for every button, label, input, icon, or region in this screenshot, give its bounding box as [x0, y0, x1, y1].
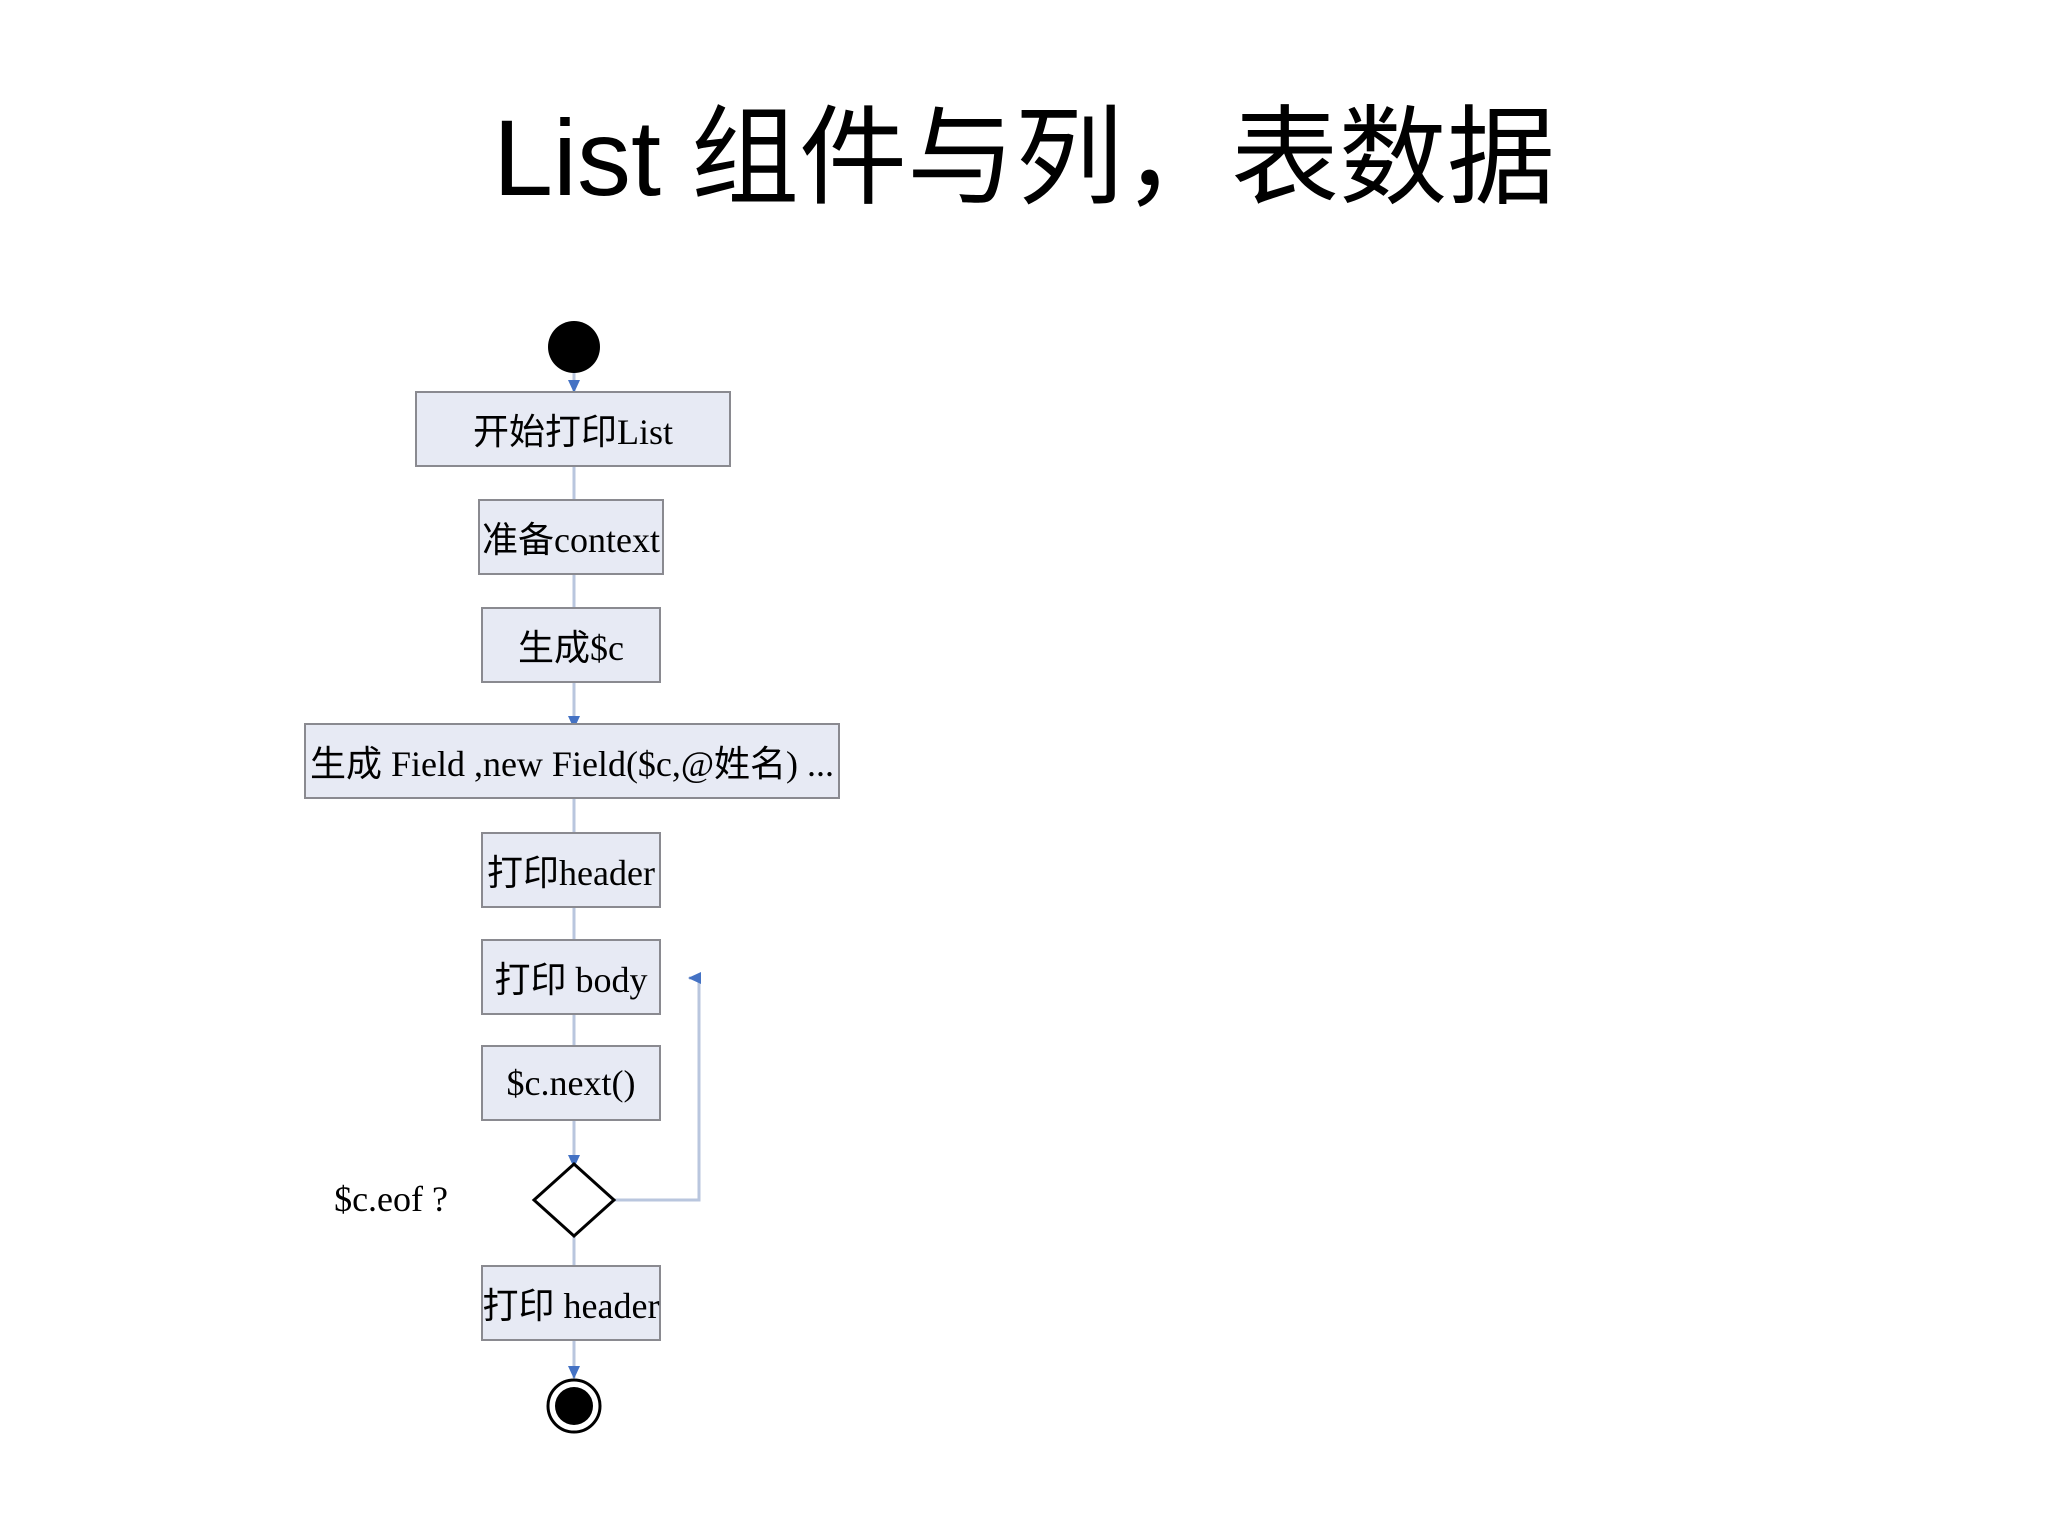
node-box-n6 [481, 939, 661, 1015]
node-label-n6: 打印 body [494, 960, 648, 1000]
node-label-n1: 开始打印List [472, 412, 673, 452]
node-label-n5: 打印header [487, 853, 655, 893]
node-box-n1 [415, 391, 731, 467]
node-box-n4 [304, 723, 840, 799]
end-node-core [555, 1387, 593, 1425]
decision-label: $c.eof ? [334, 1179, 448, 1219]
edge-d1-loopback-to-n6 [614, 972, 701, 1202]
node-label-n4: 生成 Field ,new Field($c,@姓名) ... [309, 744, 835, 784]
node-box-n3 [481, 607, 661, 683]
node-box-n7 [481, 1045, 661, 1121]
node-label-n8: 打印 header [482, 1286, 660, 1326]
page-title: List 组件与列，表数据 [492, 97, 1556, 218]
node-box-n8 [481, 1265, 661, 1341]
node-box-n2 [478, 499, 664, 575]
node-label-n7: $c.next() [506, 1063, 636, 1103]
start-node [548, 321, 600, 373]
node-label-n2: 准备context [482, 520, 660, 560]
node-box-n5 [481, 832, 661, 908]
decision-diamond [531, 1161, 617, 1239]
node-label-n3: 生成$c [518, 628, 624, 668]
